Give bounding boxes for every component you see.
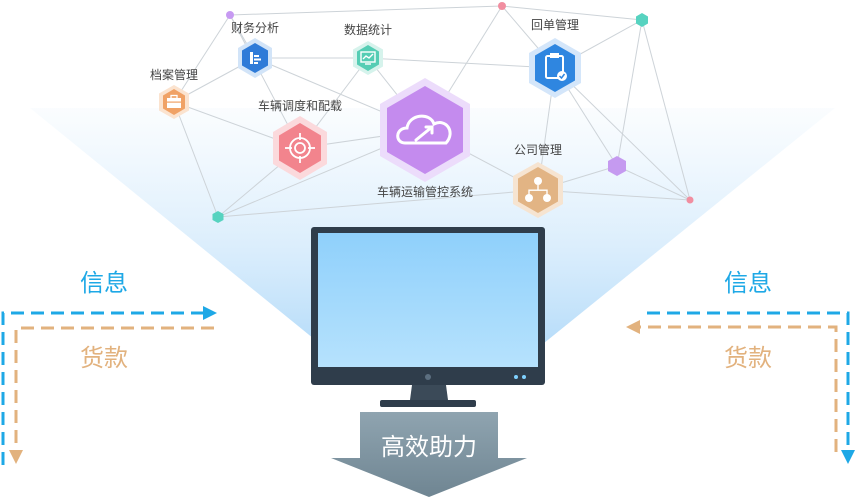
left-payment-label: 货款 — [80, 344, 128, 372]
monitor-screen — [318, 233, 538, 367]
right-payment-arrowhead — [626, 320, 640, 334]
node-dispatch-label: 车辆调度和配载 — [258, 98, 342, 113]
network-dot — [686, 196, 694, 204]
left-payment-path — [14, 326, 214, 452]
monitor-neck — [410, 385, 448, 400]
node-statistics-label: 数据统计 — [344, 22, 392, 37]
left-flow: 信息 货款 — [1, 269, 217, 465]
org-chart-icon — [525, 177, 551, 202]
right-info-label: 信息 — [724, 269, 772, 297]
right-info-arrowhead — [841, 450, 855, 464]
chart-screen-icon — [360, 51, 376, 65]
node-core: 车辆运输管控系统 — [377, 78, 473, 199]
node-receipt: 回单管理 — [529, 17, 581, 98]
left-info-label: 信息 — [80, 269, 128, 297]
power-button — [425, 374, 431, 380]
left-payment-arrowhead — [9, 450, 23, 464]
node-archive: 档案管理 — [150, 67, 198, 119]
left-info-arrowhead — [203, 306, 217, 320]
monitor — [311, 227, 545, 407]
node-company-label: 公司管理 — [514, 142, 562, 157]
left-info-path — [1, 311, 206, 465]
node-archive-label: 档案管理 — [150, 67, 198, 82]
network-dots — [212, 2, 694, 223]
cloud-sync-icon — [396, 114, 452, 145]
node-finance-label: 财务分析 — [231, 20, 279, 35]
indicator-light — [514, 375, 518, 379]
indicator-light — [522, 375, 526, 379]
down-arrow-text: 高效助力 — [381, 433, 477, 461]
right-payment-label: 货款 — [724, 344, 772, 372]
clipboard-check-icon — [545, 53, 567, 81]
node-dispatch: 车辆调度和配载 — [258, 98, 342, 180]
down-arrow: 高效助力 — [331, 412, 527, 497]
briefcase-icon — [167, 94, 181, 108]
node-core-label: 车辆运输管控系统 — [377, 184, 473, 199]
right-flow: 信息 货款 — [626, 269, 855, 464]
node-company: 公司管理 — [513, 142, 563, 218]
right-payment-path — [640, 325, 838, 452]
network-dot — [498, 2, 506, 10]
target-icon — [285, 133, 315, 163]
bar-chart-icon — [250, 52, 261, 64]
network-dot — [226, 11, 234, 19]
network-dot — [636, 13, 648, 27]
right-info-path — [647, 311, 850, 452]
node-receipt-label: 回单管理 — [531, 17, 579, 32]
network-dot — [608, 156, 626, 176]
node-finance: 财务分析 — [231, 20, 279, 78]
node-statistics: 数据统计 — [344, 22, 392, 75]
network-dot — [212, 211, 224, 223]
monitor-base — [380, 400, 476, 407]
